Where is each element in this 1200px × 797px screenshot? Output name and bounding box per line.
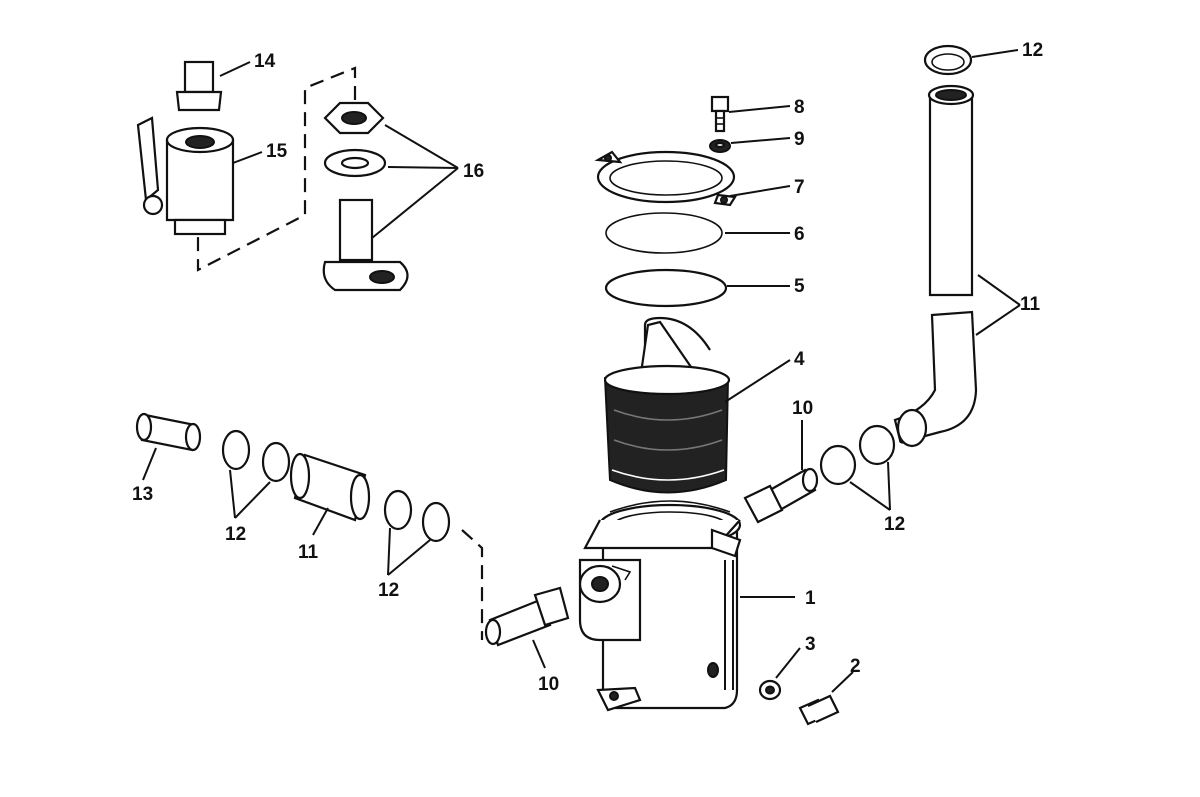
callout-1: 1 [805,588,816,609]
callout-7: 7 [794,177,805,198]
part-12-clamps-right [819,424,896,486]
part-14-nipple [175,60,223,112]
dashed-assembly-lines [196,66,484,640]
callout-2: 2 [850,656,861,677]
callout-labels: 1 2 3 4 5 6 7 8 9 10 10 11 11 12 12 12 1… [132,40,1043,695]
part-10-fitting-right [743,467,819,524]
callout-15: 15 [266,141,288,162]
part-11-hose-left [289,452,371,522]
part-2-drain-bolt [798,694,840,726]
part-4-strainer-basket [603,316,731,494]
part-15-ball-valve [136,116,235,236]
callout-13: 13 [132,484,153,505]
callout-6: 6 [794,224,805,245]
part-6-gasket [605,212,723,254]
callout-3: 3 [805,634,816,655]
part-7-cover [594,150,737,207]
callout-16: 16 [463,161,484,182]
callout-8: 8 [794,97,805,118]
callout-5: 5 [794,276,805,297]
part-10-fitting-left [484,586,570,647]
part-12-clamp-top [923,44,973,76]
leader-lines [142,49,1021,693]
callout-10-left: 10 [538,674,559,695]
part-12-clamps-left [221,429,451,543]
part-13-tube [135,412,202,452]
part-3-washer [758,679,782,701]
callout-12-top: 12 [1022,40,1043,61]
part-8-bolt [710,95,730,133]
part-5-o-ring [604,268,728,308]
callout-12-right: 12 [884,514,905,535]
callout-9: 9 [794,129,805,150]
callout-4: 4 [794,349,805,370]
part-9-washer [709,139,731,153]
callout-12-left-a: 12 [225,524,246,545]
callout-12-left-b: 12 [378,580,399,601]
part-11-hose-right [893,84,978,448]
callout-14: 14 [254,51,276,72]
callout-10-right: 10 [792,398,813,419]
part-1-strainer-housing [578,500,742,712]
part-16-nut-washer-fitting [322,101,409,292]
callout-11-left: 11 [298,542,319,563]
callout-11-right: 11 [1020,294,1041,315]
